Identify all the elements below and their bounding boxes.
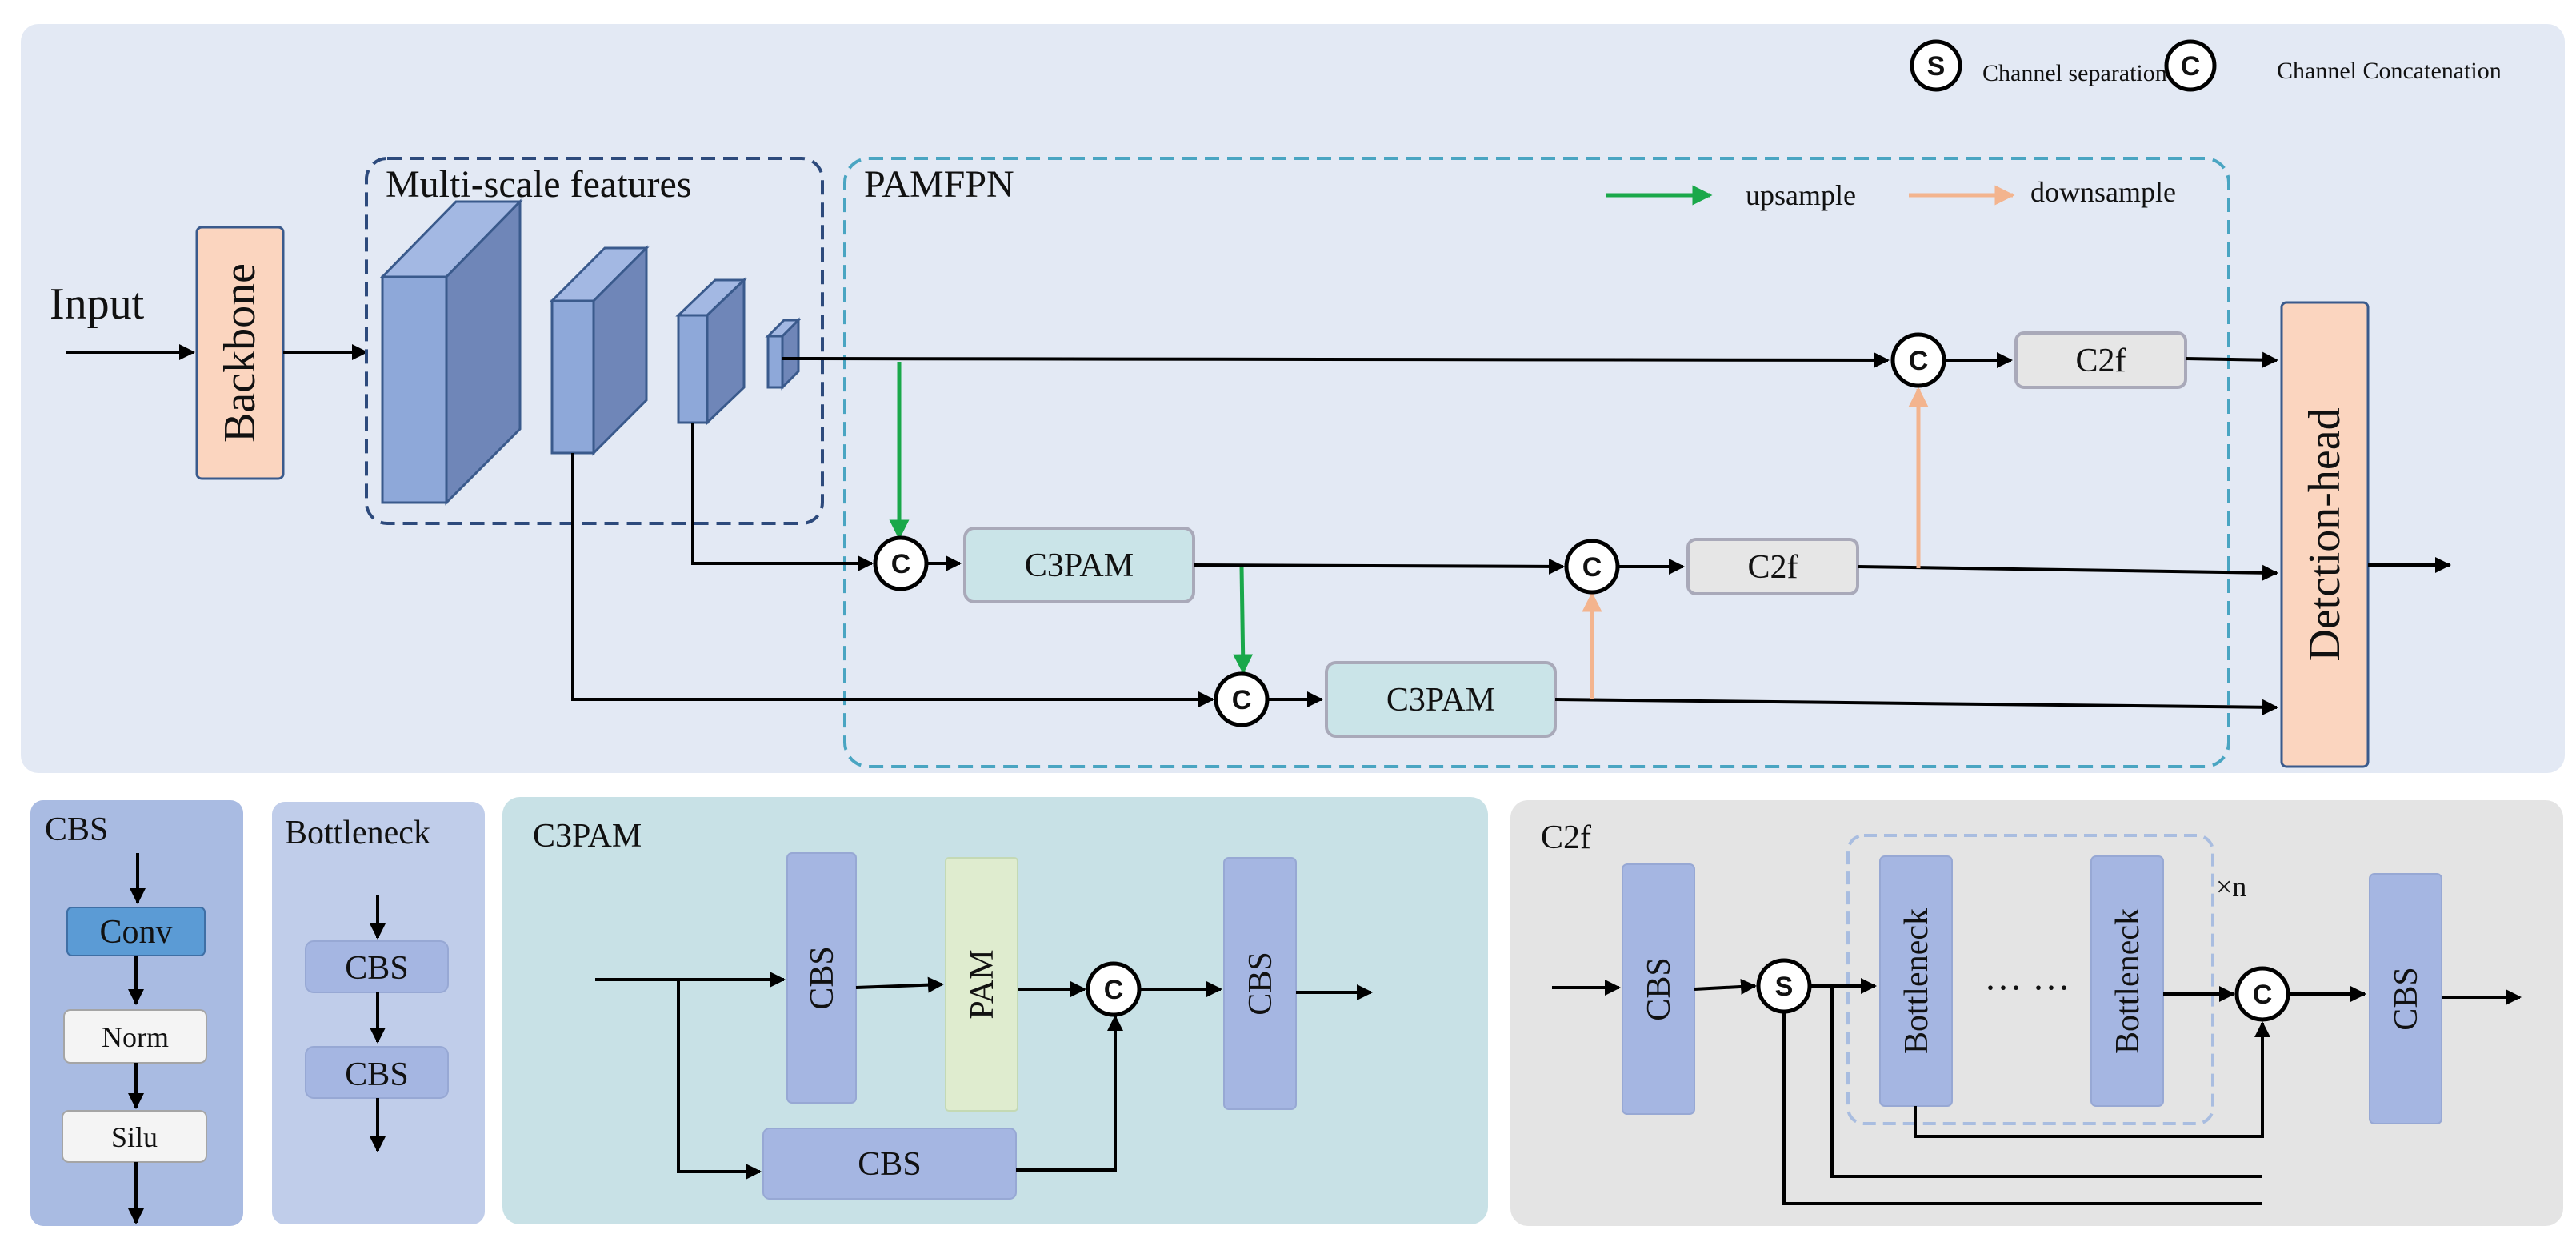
c2f-cbs-right-label: CBS bbox=[2388, 967, 2425, 1030]
c2f-bottleneck-n-label: Bottleneck bbox=[2110, 908, 2146, 1054]
concat-symbol-mid-right: C bbox=[1582, 552, 1602, 583]
legend-c-circle bbox=[2164, 39, 2217, 92]
conv-label: Conv bbox=[99, 914, 172, 951]
multiscale-label: Multi-scale features bbox=[386, 163, 692, 206]
c3pam-cbs-bottom bbox=[762, 1128, 1017, 1200]
c3pam-concat-symbol: C bbox=[1104, 975, 1124, 1005]
c3pam-cbs-bottom-label: CBS bbox=[858, 1146, 921, 1183]
medium-to-concat-line bbox=[571, 453, 1214, 707]
c2f-bottleneck-n bbox=[2090, 855, 2164, 1107]
feature-map-large bbox=[379, 198, 523, 506]
cbs-panel-title: CBS bbox=[45, 811, 108, 848]
legend: S Channel separation C Channel Concatena… bbox=[1910, 39, 2502, 92]
concat-symbol-mid-left: C bbox=[891, 549, 911, 579]
pam-label: PAM bbox=[964, 949, 1001, 1019]
c3pam-cbs-right bbox=[1223, 857, 1297, 1110]
legend-c-symbol: C bbox=[2181, 51, 2201, 82]
feature-map-tiny bbox=[765, 317, 802, 391]
c3pam-label-bottom: C3PAM bbox=[1386, 682, 1495, 719]
legend-c-label: Channel Concatenation bbox=[2277, 58, 2502, 84]
bottleneck-panel-title: Bottleneck bbox=[285, 815, 430, 851]
c3pam-panel-title: C3PAM bbox=[533, 818, 642, 855]
c2f-panel-title: C2f bbox=[1541, 819, 1591, 856]
legend-s-label: Channel separation bbox=[1982, 60, 2167, 86]
c3pam-cbs-left-label: CBS bbox=[804, 946, 841, 1009]
upsample-arrow-2 bbox=[1233, 566, 1254, 675]
c2f-split-symbol: S bbox=[1775, 972, 1794, 1002]
c3pam-label-top: C3PAM bbox=[1025, 547, 1134, 584]
detection-head-block bbox=[2280, 301, 2370, 768]
legend-s-circle bbox=[1910, 39, 1962, 92]
c3pam-cbs-left bbox=[786, 852, 857, 1104]
feature-map-small bbox=[675, 277, 747, 426]
bottleneck-cbs-1-label: CBS bbox=[345, 950, 408, 987]
c2f-label-top: C2f bbox=[2076, 343, 2126, 379]
input-label: Input bbox=[50, 279, 145, 329]
silu-label: Silu bbox=[111, 1121, 158, 1153]
c2f-mid-to-head bbox=[1857, 564, 2278, 581]
c2f-bottleneck-1-label: Bottleneck bbox=[1898, 908, 1935, 1054]
multiscale-features-box bbox=[365, 157, 824, 525]
norm-label: Norm bbox=[102, 1021, 169, 1053]
feature-map-medium bbox=[549, 245, 650, 456]
bottleneck-cbs-2-label: CBS bbox=[345, 1056, 408, 1093]
detection-head-label: Detction-head bbox=[2300, 407, 2350, 661]
c2f-dots: ··· ··· bbox=[1984, 967, 2070, 1009]
c2f-concat-symbol: C bbox=[2253, 980, 2273, 1010]
top-path-line bbox=[782, 351, 1890, 368]
pamfpn-label: PAMFPN bbox=[864, 163, 1014, 206]
c2f-bottleneck-group bbox=[1846, 834, 2214, 1125]
main-panel bbox=[21, 24, 2565, 773]
small-to-concat-line bbox=[691, 423, 874, 571]
legend-downsample-label: downsample bbox=[2030, 176, 2176, 208]
c2f-top-to-head bbox=[2185, 351, 2278, 368]
c2f-panel bbox=[1510, 800, 2563, 1226]
concat-symbol-top: C bbox=[1909, 346, 1929, 376]
legend-upsample-label: upsample bbox=[1746, 179, 1856, 211]
c2f-label-mid: C2f bbox=[1748, 549, 1798, 586]
c2f-cbs-left-label: CBS bbox=[1641, 957, 1678, 1020]
c3pam-top-to-concat bbox=[1193, 558, 1565, 575]
concat-symbol-bottom: C bbox=[1232, 685, 1252, 715]
legend-s-symbol: S bbox=[1927, 51, 1946, 82]
pam-block bbox=[945, 857, 1018, 1112]
c2f-repeat-label: ×n bbox=[2216, 871, 2246, 903]
c3pam-bottom-to-head bbox=[1554, 698, 2278, 715]
backbone-label: Backbone bbox=[215, 263, 265, 443]
c3pam-cbs-right-label: CBS bbox=[1242, 952, 1279, 1015]
